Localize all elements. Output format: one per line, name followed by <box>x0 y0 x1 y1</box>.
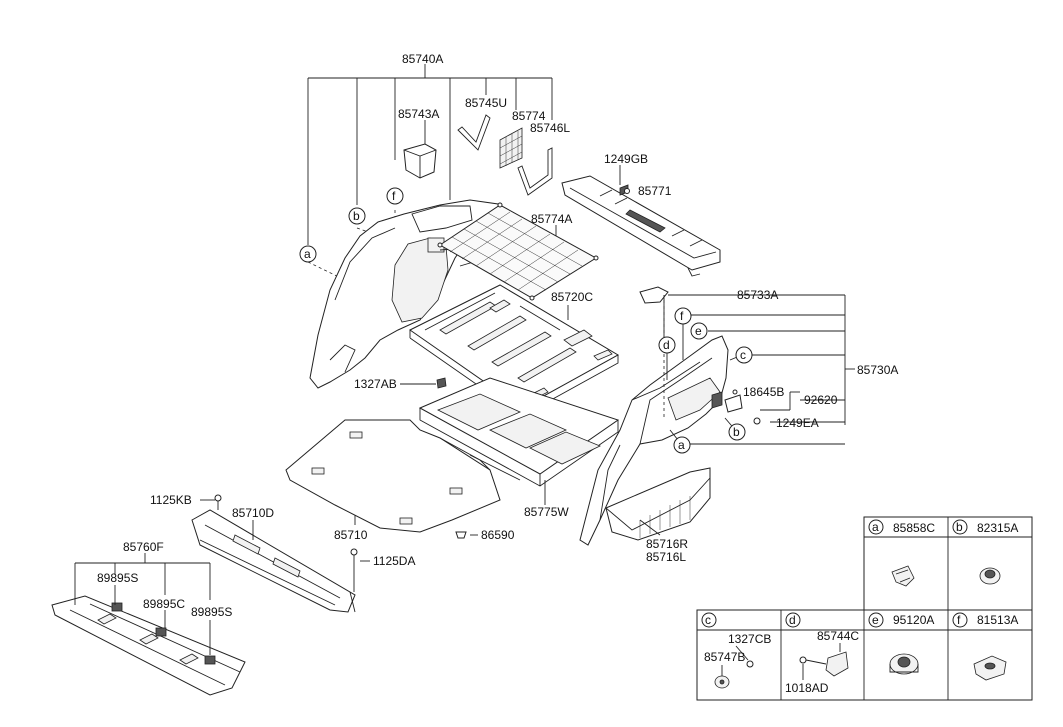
part-85774 <box>499 127 523 169</box>
svg-text:c: c <box>705 613 711 627</box>
legend-cell-d: d 85744C 1018AD <box>785 612 859 695</box>
legend-cell-f: f 81513A <box>952 612 1018 681</box>
right-quarter-trim-85730A <box>579 286 729 546</box>
svg-text:d: d <box>789 613 796 627</box>
label-85740A: 85740A <box>402 52 443 66</box>
svg-text:a: a <box>304 247 311 261</box>
part-85745U <box>457 114 491 151</box>
legend-part-1018AD: 1018AD <box>785 681 829 695</box>
legend-part-85744C: 85744C <box>817 629 859 643</box>
label-85743A: 85743A <box>398 107 439 121</box>
label-1327AB: 1327AB <box>354 377 397 391</box>
label-1249EA: 1249EA <box>776 416 819 430</box>
crossmember-85710D <box>191 500 356 613</box>
legend-cell-e: e 95120A <box>868 612 934 675</box>
label-85733A: 85733A <box>737 288 778 302</box>
label-92620: 92620 <box>804 393 838 407</box>
legend-part-85747B: 85747B <box>704 650 745 664</box>
legend-part-85858C: 85858C <box>893 521 935 535</box>
label-85710: 85710 <box>334 528 368 542</box>
svg-text:a: a <box>678 438 685 452</box>
callout-e-right: e <box>690 322 708 340</box>
clip-icon <box>891 565 915 587</box>
legend-part-81513A: 81513A <box>977 613 1018 627</box>
callout-a-left: a <box>299 245 317 263</box>
cover-icon <box>825 651 849 677</box>
svg-text:f: f <box>680 309 684 323</box>
legend-cell-c: c 1327CB 85747B <box>701 612 771 689</box>
label-85775W: 85775W <box>524 505 569 519</box>
floor-carpet-85710 <box>285 419 501 533</box>
label-1249GB: 1249GB <box>604 152 648 166</box>
part-85746L <box>517 147 553 196</box>
label-85771: 85771 <box>638 184 672 198</box>
legend-cell-a: a 85858C <box>868 519 935 587</box>
label-89895S-right: 89895S <box>191 605 232 619</box>
callout-b-left: b <box>348 207 366 225</box>
label-85716L: 85716L <box>646 550 686 564</box>
legend-part-82315A: 82315A <box>977 521 1018 535</box>
svg-text:f: f <box>957 613 961 627</box>
label-85720C: 85720C <box>551 290 593 304</box>
callout-f-right: f <box>674 307 692 325</box>
side-storage-tray-85716 <box>605 467 711 541</box>
label-85774A: 85774A <box>531 212 572 226</box>
label-85746L: 85746L <box>530 121 570 135</box>
leader-lines-bottom <box>74 383 661 655</box>
label-85745U: 85745U <box>465 96 507 110</box>
svg-text:e: e <box>695 324 702 338</box>
callouts: a b f f e d c b <box>299 187 753 454</box>
callout-a-right: a <box>673 436 691 454</box>
label-85716R: 85716R <box>646 537 688 551</box>
part-85743A <box>403 143 437 179</box>
svg-text:b: b <box>353 209 360 223</box>
callout-c-right: c <box>735 346 753 364</box>
bolts <box>214 494 467 592</box>
legend-part-1327CB: 1327CB <box>728 632 771 646</box>
label-18645B: 18645B <box>743 385 784 399</box>
rear-sill-plate-85771 <box>561 175 721 277</box>
label-85710D: 85710D <box>232 506 274 520</box>
svg-text:e: e <box>872 613 879 627</box>
callout-b-right: b <box>728 423 746 441</box>
label-86590: 86590 <box>481 528 515 542</box>
callout-f-left: f <box>386 187 404 205</box>
cargo-net-85774A <box>437 202 599 301</box>
luggage-tray-85775W <box>418 377 620 487</box>
svg-text:f: f <box>392 189 396 203</box>
label-85760F: 85760F <box>123 540 164 554</box>
label-1125KB: 1125KB <box>150 493 192 507</box>
floor-panel-85760F <box>51 595 246 696</box>
callout-d-right: d <box>658 336 676 354</box>
leader-lines-85730A <box>663 294 855 446</box>
svg-text:c: c <box>740 348 746 362</box>
svg-text:b: b <box>733 425 740 439</box>
label-1125DA: 1125DA <box>373 554 415 568</box>
label-85774: 85774 <box>512 109 546 123</box>
label-89895C: 89895C <box>143 597 185 611</box>
svg-text:d: d <box>663 338 670 352</box>
legend-cell-b: b 82315A <box>952 519 1018 585</box>
svg-text:b: b <box>956 520 963 534</box>
legend-table: a 85858C b 82315A c 1327CB 85747B <box>696 516 1033 701</box>
legend-part-95120A: 95120A <box>893 613 934 627</box>
label-89895S-left: 89895S <box>97 571 138 585</box>
part-labels: 85740A 85743A 85745U 85774 85746L 1249GB… <box>97 52 898 619</box>
luggage-board-85720C <box>409 284 620 417</box>
fasteners-right <box>436 188 761 425</box>
svg-text:a: a <box>872 520 879 534</box>
label-85730A: 85730A <box>857 363 898 377</box>
